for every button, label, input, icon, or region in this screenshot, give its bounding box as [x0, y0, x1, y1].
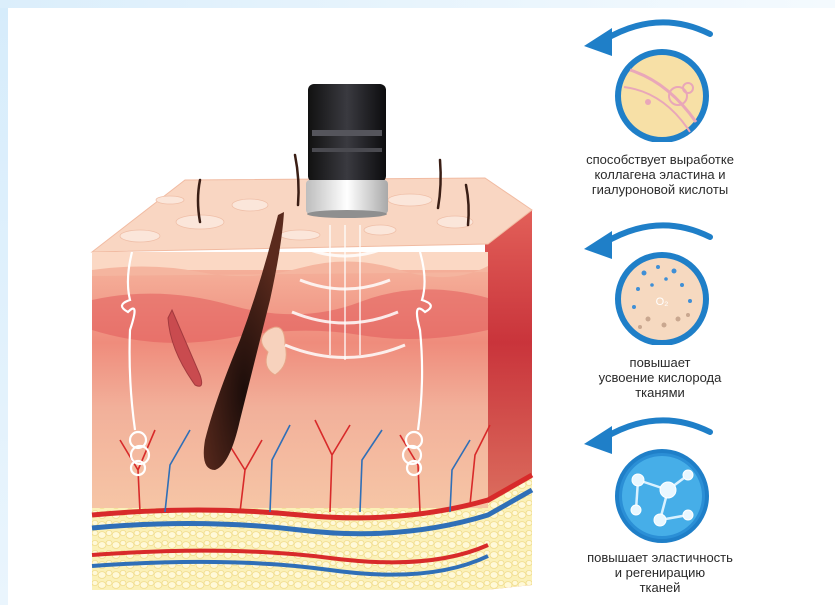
- arrow-icon: [604, 420, 710, 438]
- oxygen-symbol: O₂: [656, 296, 669, 308]
- caption-line: усвоение кислорода: [550, 370, 770, 385]
- collagen-fiber-icon: [578, 12, 718, 142]
- caption-line: тканями: [550, 385, 770, 400]
- oxygen-molecule-icon: O₂: [578, 215, 718, 345]
- page-frame-top: [0, 0, 835, 8]
- ultrasound-device: [306, 84, 388, 218]
- caption-line: тканей: [550, 580, 770, 595]
- skin-cross-section-illustration: [60, 60, 540, 600]
- arrow-icon: [604, 225, 710, 243]
- caption-line: и регенирацию: [550, 565, 770, 580]
- benefit-caption-oxygen: повышает усвоение кислорода тканями: [550, 355, 770, 400]
- caption-line: гиалуроновой кислоты: [550, 182, 770, 197]
- arrow-icon: [604, 22, 710, 40]
- subcutaneous-fat-layer: [92, 508, 488, 590]
- caption-line: повышает эластичность: [550, 550, 770, 565]
- caption-line: способствует выработке: [550, 152, 770, 167]
- molecular-network-icon: [578, 410, 718, 545]
- page-frame-left: [0, 0, 8, 605]
- benefit-caption-collagen: способствует выработке коллагена эластин…: [550, 152, 770, 197]
- caption-line: повышает: [550, 355, 770, 370]
- caption-line: коллагена эластина и: [550, 167, 770, 182]
- benefit-caption-elasticity: повышает эластичность и регенирацию ткан…: [550, 550, 770, 595]
